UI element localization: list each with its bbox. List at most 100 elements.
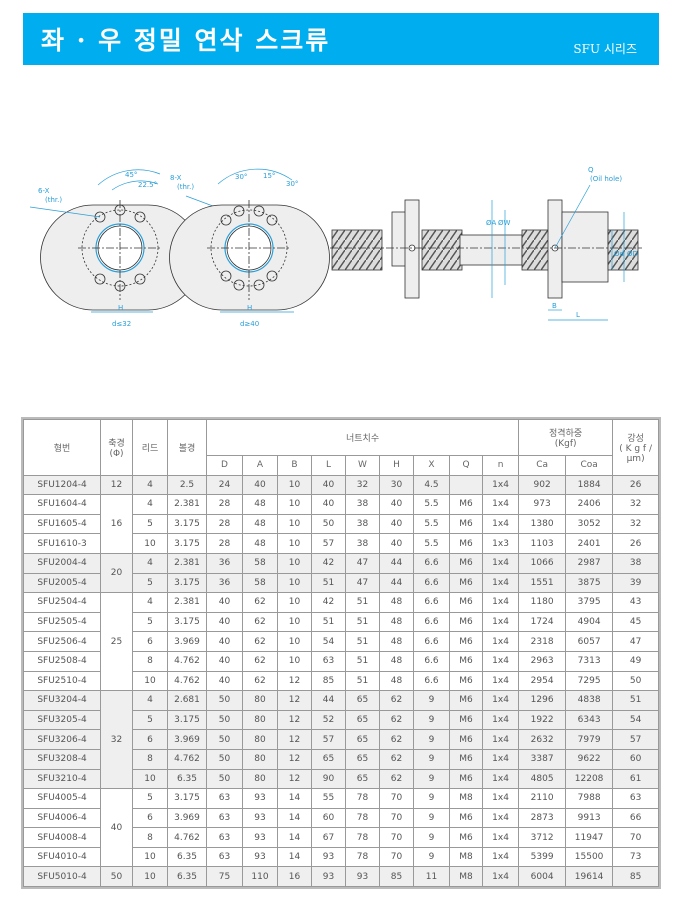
- value-cell: 1x4: [481, 866, 520, 888]
- value-cell: 12: [277, 670, 312, 692]
- value-cell: M6: [449, 709, 483, 731]
- value-cell: 1884: [565, 474, 614, 496]
- value-cell: 6.6: [413, 611, 450, 633]
- value-cell: 1922: [518, 709, 567, 731]
- value-cell: 48: [242, 513, 278, 535]
- value-cell: 4.5: [413, 474, 450, 496]
- model-cell: SFU4010-4: [23, 846, 101, 868]
- value-cell: 48: [379, 611, 414, 633]
- value-cell: 1x4: [481, 788, 520, 809]
- value-cell: 1x4: [481, 670, 520, 692]
- value-cell: 3.969: [167, 807, 207, 829]
- value-cell: 14: [277, 807, 312, 829]
- value-cell: 65: [345, 709, 380, 731]
- value-cell: M6: [449, 572, 483, 594]
- value-cell: 40: [242, 474, 278, 496]
- value-cell: 3.969: [167, 631, 207, 652]
- value-cell: 9: [413, 690, 450, 711]
- value-cell: 62: [242, 592, 278, 613]
- value-cell: 62: [242, 631, 278, 652]
- value-cell: 1724: [518, 611, 567, 633]
- value-cell: 4904: [565, 611, 614, 633]
- model-cell: SFU1605-4: [23, 513, 101, 535]
- value-cell: M6: [449, 650, 483, 672]
- value-cell: 63: [206, 827, 243, 848]
- value-cell: 973: [518, 494, 567, 515]
- value-cell: 4805: [518, 768, 567, 790]
- value-cell: M6: [449, 670, 483, 692]
- value-cell: 51: [345, 631, 380, 652]
- value-cell: 6.6: [413, 650, 450, 672]
- value-cell: 2.5: [167, 474, 207, 496]
- label-thr-2: (thr.): [177, 183, 194, 191]
- value-cell: 10: [277, 592, 312, 613]
- value-cell: 2.381: [167, 552, 207, 574]
- value-cell: M8: [449, 846, 483, 868]
- value-cell: 1x3: [481, 533, 520, 554]
- value-cell: 47: [345, 552, 380, 574]
- value-cell: 43: [612, 592, 660, 613]
- value-cell: 3875: [565, 572, 614, 594]
- value-cell: 9: [413, 729, 450, 750]
- value-cell: 67: [311, 827, 346, 848]
- value-cell: 57: [612, 729, 660, 750]
- value-cell: 10: [277, 631, 312, 652]
- value-cell: 4: [132, 552, 168, 574]
- value-cell: 14: [277, 827, 312, 848]
- value-cell: 6.6: [413, 592, 450, 613]
- value-cell: 6.6: [413, 631, 450, 652]
- value-cell: 50: [206, 729, 243, 750]
- value-cell: 8: [132, 650, 168, 672]
- value-cell: 3.175: [167, 572, 207, 594]
- value-cell: 6.35: [167, 866, 207, 888]
- value-cell: 1x4: [481, 846, 520, 868]
- value-cell: 73: [612, 846, 660, 868]
- subheader-w: W: [345, 455, 380, 476]
- value-cell: 11: [413, 866, 450, 888]
- value-cell: 1x4: [481, 494, 520, 515]
- value-cell: 65: [345, 690, 380, 711]
- value-cell: 1x4: [481, 729, 520, 750]
- title-banner: 좌 · 우 정밀 연삭 스크류 SFU 시리즈: [23, 13, 659, 65]
- value-cell: 5: [132, 513, 168, 535]
- value-cell: 58: [242, 572, 278, 594]
- model-cell: SFU3205-4: [23, 709, 101, 731]
- label-6x: 6-X: [38, 187, 50, 195]
- value-cell: 6.35: [167, 846, 207, 868]
- value-cell: 51: [311, 611, 346, 633]
- subheader-ca: Ca: [518, 455, 567, 476]
- value-cell: 6343: [565, 709, 614, 731]
- spec-table: 형번 축경(Φ) 리드 볼경 너트치수 정격하중(Kgf) 강성( K g f …: [20, 416, 662, 890]
- value-cell: 8: [132, 827, 168, 848]
- label-thr: (thr.): [45, 196, 62, 204]
- label-22-5: 22.5°: [138, 181, 157, 189]
- value-cell: 4: [132, 690, 168, 711]
- subheader-h: H: [379, 455, 414, 476]
- header-rigid-unit2: μm): [626, 453, 645, 464]
- label-q: Q: [588, 166, 594, 174]
- model-cell: SFU2005-4: [23, 572, 101, 594]
- shaft-diameter-cell: 20: [100, 552, 133, 594]
- value-cell: 28: [206, 513, 243, 535]
- value-cell: 63: [206, 807, 243, 829]
- label-l: L: [576, 311, 580, 319]
- label-h: H: [118, 304, 123, 312]
- label-dia-w: ØW: [498, 219, 511, 227]
- value-cell: 3.175: [167, 709, 207, 731]
- value-cell: 1380: [518, 513, 567, 535]
- value-cell: 1x4: [481, 611, 520, 633]
- value-cell: 19614: [565, 866, 614, 888]
- model-cell: SFU4005-4: [23, 788, 101, 809]
- value-cell: 4.762: [167, 670, 207, 692]
- value-cell: 15500: [565, 846, 614, 868]
- value-cell: 10: [132, 768, 168, 790]
- header-ball: 볼경: [167, 419, 207, 476]
- value-cell: M6: [449, 552, 483, 574]
- value-cell: 9: [413, 748, 450, 770]
- model-cell: SFU2504-4: [23, 592, 101, 613]
- value-cell: 9: [413, 768, 450, 790]
